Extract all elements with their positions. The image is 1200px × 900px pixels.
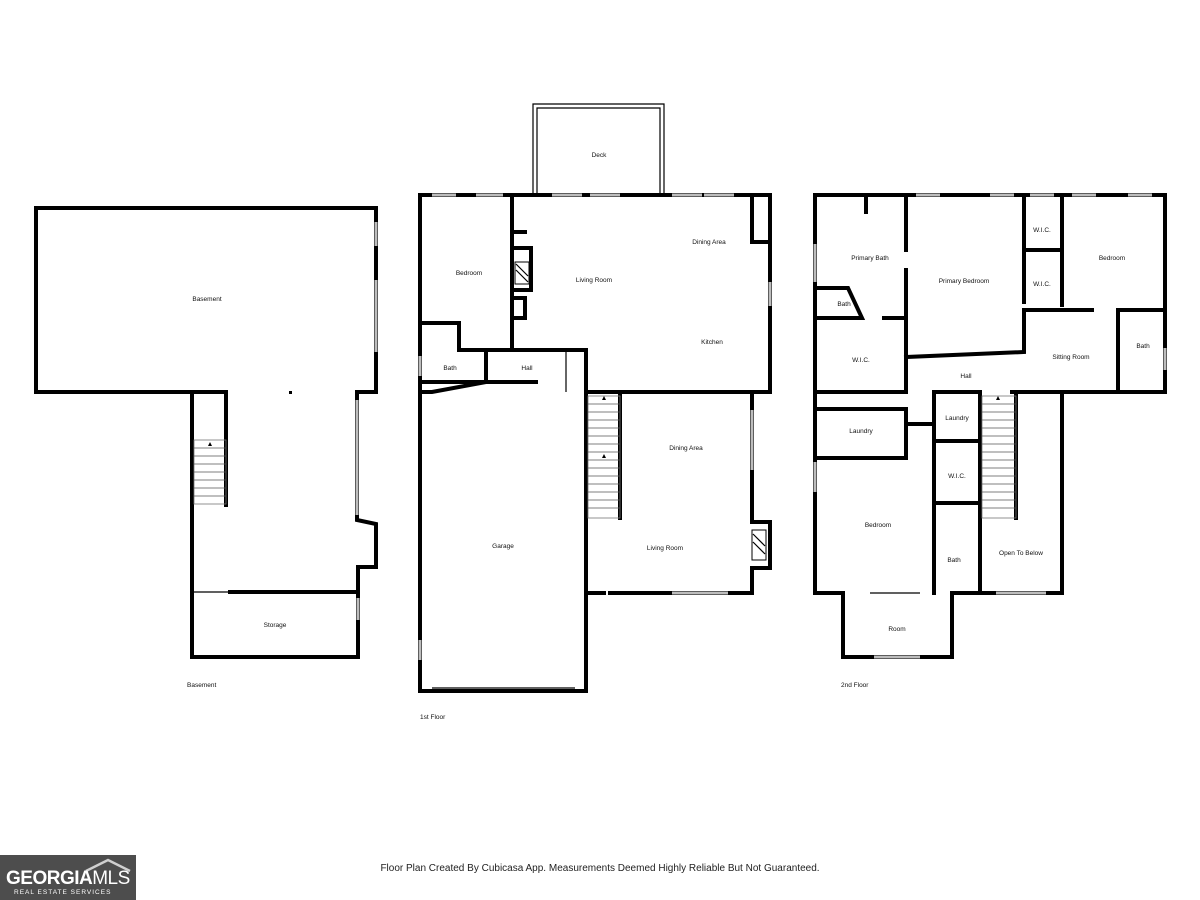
room-label-bath-2f-b: Bath: [947, 557, 961, 564]
floor-label-first: 1st Floor: [420, 714, 446, 721]
room-label-hall-1f: Hall: [521, 365, 533, 372]
room-label-kitchen: Kitchen: [701, 339, 723, 346]
room-label-deck: Deck: [592, 152, 608, 159]
room-label-wic-2: W.I.C.: [1033, 281, 1051, 288]
room-label-bath-right: Bath: [1136, 343, 1150, 350]
room-label-primary-bedroom: Primary Bedroom: [939, 278, 990, 285]
footer-disclaimer: Floor Plan Created By Cubicasa App. Meas…: [380, 863, 820, 874]
room-label-storage: Storage: [264, 622, 287, 629]
second-floor-stairs: [981, 395, 1017, 519]
floor-label-second: 2nd Floor: [841, 682, 869, 689]
basement-stairs: [193, 439, 227, 505]
logo-wordmark: GEORGIAMLS: [6, 868, 130, 889]
room-label-garage: Garage: [492, 543, 514, 550]
house-roof-icon: [85, 858, 131, 872]
logo-subtitle: REAL ESTATE SERVICES: [14, 889, 112, 896]
room-label-bath-1f: Bath: [443, 365, 457, 372]
room-label-bath-small-2f: Bath: [837, 301, 851, 308]
room-label-living-room-2: Living Room: [647, 545, 683, 552]
basement-plan: Basement Storage Basement: [34, 206, 378, 689]
second-floor-plan: Primary Bath Primary Bedroom W.I.C. W.I.…: [813, 193, 1167, 689]
room-label-wic-3: W.I.C.: [852, 357, 870, 364]
first-floor-plan: Deck Bedroom Living Room Dining Area Kit…: [418, 103, 772, 721]
room-label-dining-area-2: Dining Area: [669, 445, 703, 452]
first-floor-stairs: [587, 395, 621, 519]
georgia-mls-logo: GEORGIAMLS REAL ESTATE SERVICES: [0, 855, 136, 900]
room-label-laundry: Laundry: [849, 428, 873, 435]
room-label-bedroom-2f: Bedroom: [1099, 255, 1125, 262]
room-label-wic-4: W.I.C.: [948, 473, 966, 480]
room-label-laundry-2: Laundry: [945, 415, 969, 422]
room-label-open-to-below: Open To Below: [999, 550, 1043, 557]
room-label-hall-2f: Hall: [960, 373, 972, 380]
room-label-primary-bath: Primary Bath: [851, 255, 889, 262]
room-label-living-room-1f: Living Room: [576, 277, 612, 284]
room-label-sitting-room: Sitting Room: [1052, 354, 1089, 361]
room-label-dining-area-1f: Dining Area: [692, 239, 726, 246]
room-label-room: Room: [888, 626, 905, 633]
floor-label-basement: Basement: [187, 682, 216, 689]
room-label-wic-1: W.I.C.: [1033, 227, 1051, 234]
room-label-bedroom-2f-b: Bedroom: [865, 522, 891, 529]
room-label-basement: Basement: [192, 296, 221, 303]
room-label-bedroom-1f: Bedroom: [456, 270, 482, 277]
